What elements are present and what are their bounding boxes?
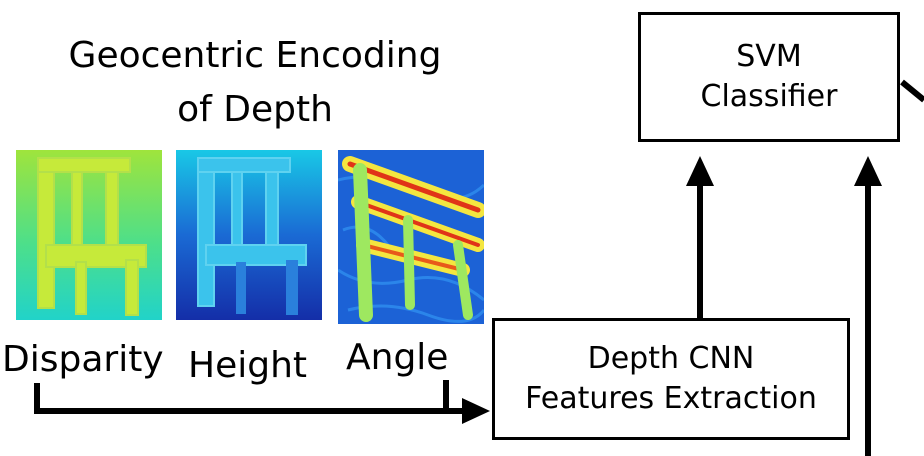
svm-output-line xyxy=(902,82,924,100)
input-connector-line xyxy=(37,383,462,411)
cnn-to-svm-arrow-head xyxy=(686,156,714,186)
svm-box-line-1: SVM xyxy=(736,37,801,77)
second-input-arrow-head xyxy=(854,156,882,186)
svm-box-line-2: Classifier xyxy=(701,77,838,117)
svm-classifier-box: SVM Classifier xyxy=(638,12,900,142)
depth-cnn-box-line-1: Depth CNN xyxy=(588,339,755,379)
depth-cnn-box: Depth CNN Features Extraction xyxy=(492,318,850,440)
depth-cnn-box-line-2: Features Extraction xyxy=(525,379,817,419)
input-arrow-head xyxy=(462,398,490,424)
